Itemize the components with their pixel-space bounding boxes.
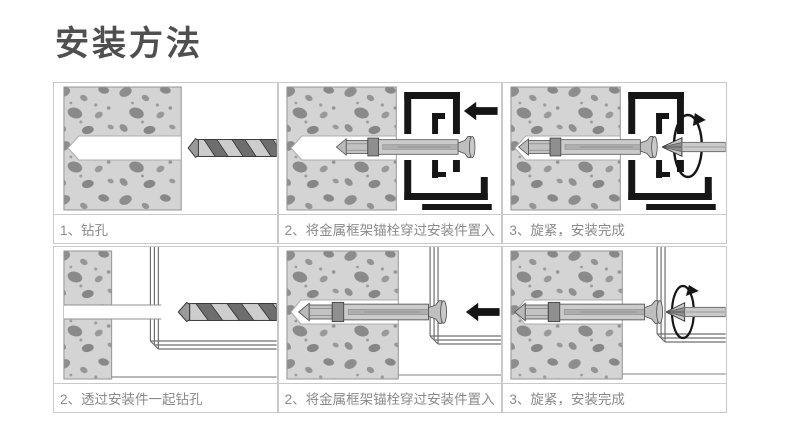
steps-grid: 1、钻孔 2、将金属框架锚栓穿过安装件置入: [53, 82, 727, 413]
step-caption: 2、透过安装件一起钻孔: [54, 383, 277, 412]
step-caption: 3、旋紧，安装完成: [503, 214, 726, 243]
arrow-left-icon: [465, 302, 500, 322]
step-caption: 3、旋紧，安装完成: [503, 383, 726, 412]
drill-bit-icon: [187, 138, 277, 158]
step-2-illustration: [279, 83, 502, 214]
step-3-illustration: [503, 83, 726, 214]
drill-hole: [63, 304, 162, 320]
step-3-drawing: [510, 86, 726, 211]
step-panel-6: 3、旋紧，安装完成: [502, 246, 727, 413]
step-4-drawing: [63, 247, 277, 380]
step-1-drawing: [63, 86, 277, 211]
concrete-block: [63, 86, 182, 211]
arrow-left-icon: [463, 101, 498, 121]
step-4-illustration: [54, 247, 277, 383]
step-panel-3: 3、旋紧，安装完成: [502, 82, 727, 244]
step-6-illustration: [503, 247, 726, 383]
window-frame-corner: [622, 247, 726, 375]
screwdriver-phillips-icon: [666, 302, 726, 322]
window-frame-corner: [111, 247, 277, 378]
step-panel-4: 2、透过安装件一起钻孔: [53, 246, 278, 413]
step-2-drawing: [286, 86, 498, 211]
drill-hole: [67, 135, 182, 161]
step-caption: 1、钻孔: [54, 214, 277, 243]
step-5-illustration: [279, 247, 502, 383]
step-6-drawing: [510, 247, 726, 380]
step-caption: 2、将金属框架锚栓穿过安装件置入: [278, 214, 502, 243]
step-caption: 2、将金属框架锚栓穿过安装件置入: [278, 383, 502, 412]
page-title: 安装方法: [55, 25, 203, 63]
step-panel-2: 2、将金属框架锚栓穿过安装件置入: [277, 82, 503, 244]
step-panel-5: 2、将金属框架锚栓穿过安装件置入: [277, 246, 503, 413]
drill-bit-icon: [177, 302, 277, 322]
step-panel-1: 1、钻孔: [53, 82, 278, 244]
screwdriver-phillips-icon: [662, 137, 726, 157]
step-5-drawing: [286, 247, 502, 380]
window-frame-corner: [397, 247, 502, 376]
step-1-illustration: [54, 83, 277, 214]
